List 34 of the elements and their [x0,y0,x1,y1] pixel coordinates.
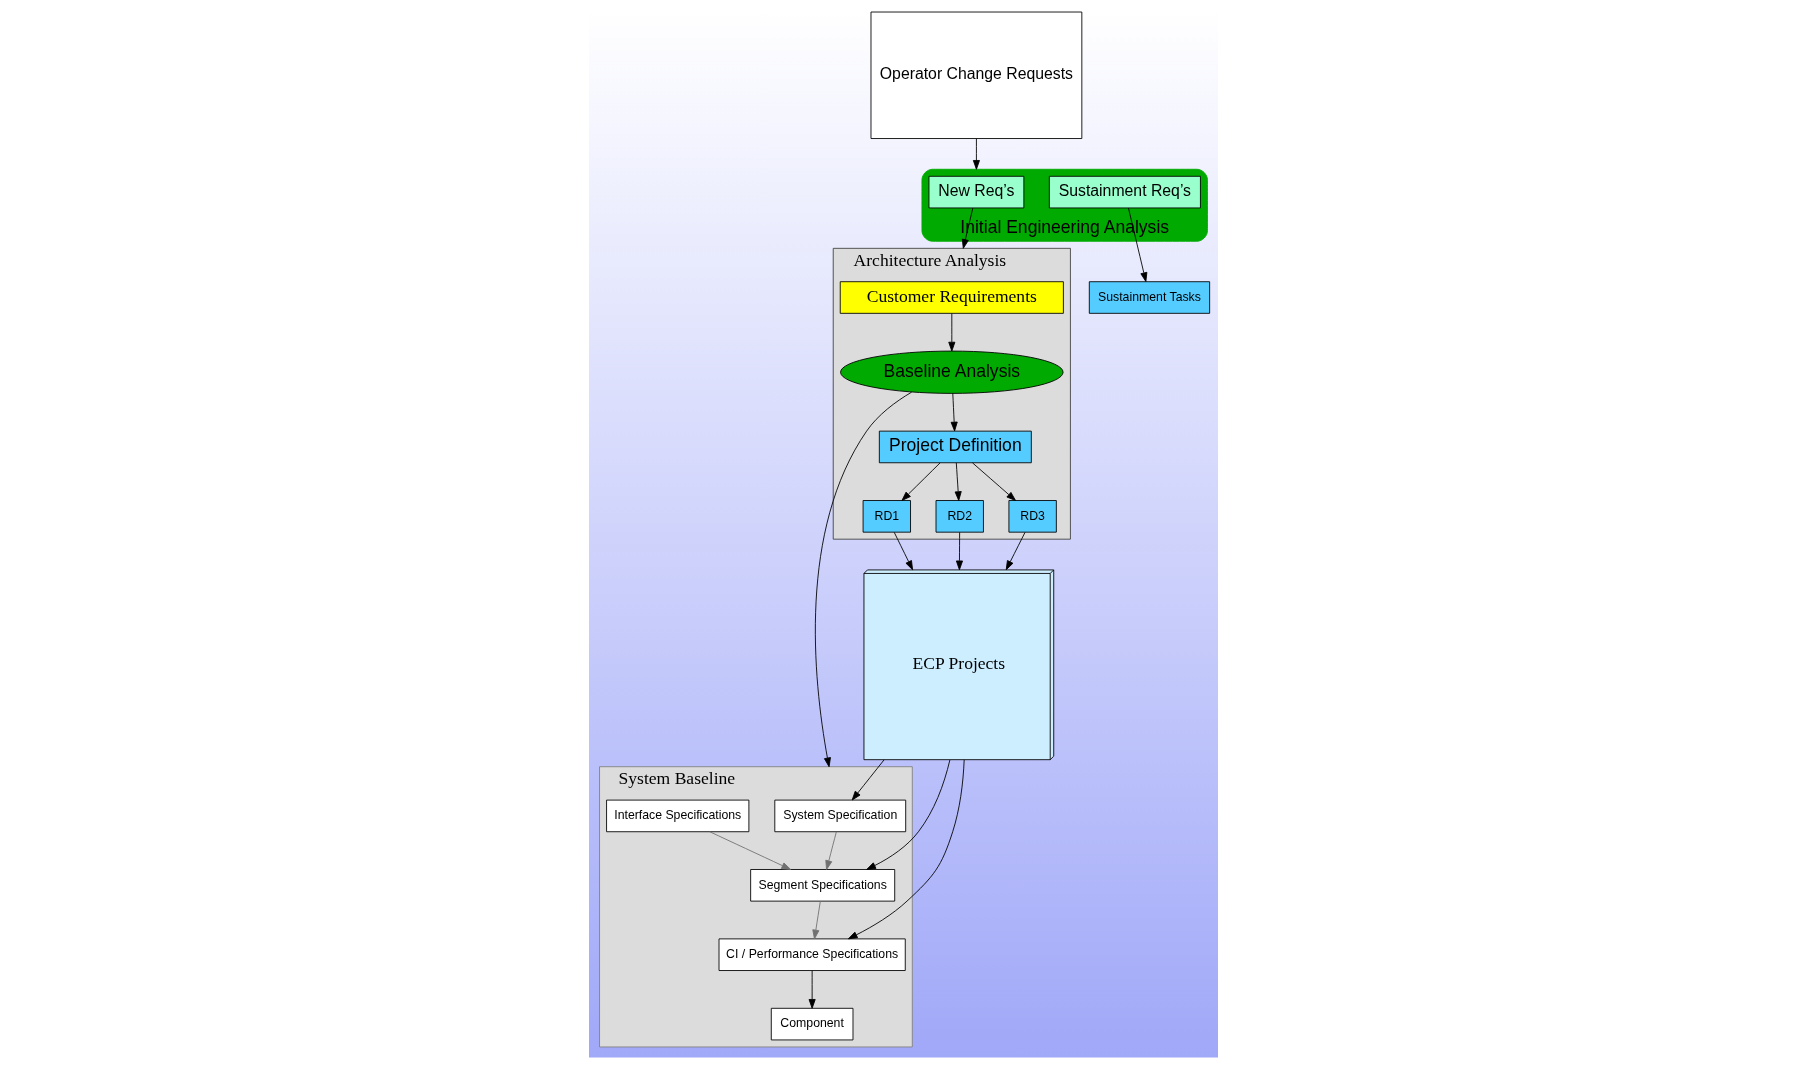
arrow [947,313,955,352]
node-box: System Specification [773,799,906,833]
arrow [708,831,791,870]
node-box: RD3 [1007,500,1057,533]
node-ellipse: Baseline Analysis [839,350,1063,394]
arrow [893,531,913,571]
arrow [901,462,941,501]
node-box: Project Definition [878,430,1032,464]
node-box: Customer Requirements [839,281,1064,314]
arrow [954,462,962,501]
arrow [971,462,1016,501]
node-box: RD1 [862,500,911,533]
arrow [851,759,885,801]
node-box: CI / Performance Specifications [718,938,906,971]
arrow [865,759,950,870]
node-box: Operator Change Requests [870,11,1082,139]
node-box: New Req’s [928,175,1024,209]
arrow [955,531,963,571]
arrow [808,970,816,1009]
node-box: Sustainment Req’s [1048,175,1201,209]
node-box: Component [770,1007,853,1041]
node-box: Segment Specifications [749,869,895,902]
node-box: Sustainment Tasks [1088,281,1210,314]
arrow [847,759,965,940]
arrow [961,207,973,249]
node-box: Interface Specifications [605,799,749,833]
arrow [824,831,837,870]
arrow [1127,207,1147,282]
arrow [1005,531,1025,571]
arrow [972,138,980,170]
node-box: RD2 [935,500,984,533]
arrow [814,391,912,768]
arrow [811,900,821,940]
arrow [950,393,958,432]
